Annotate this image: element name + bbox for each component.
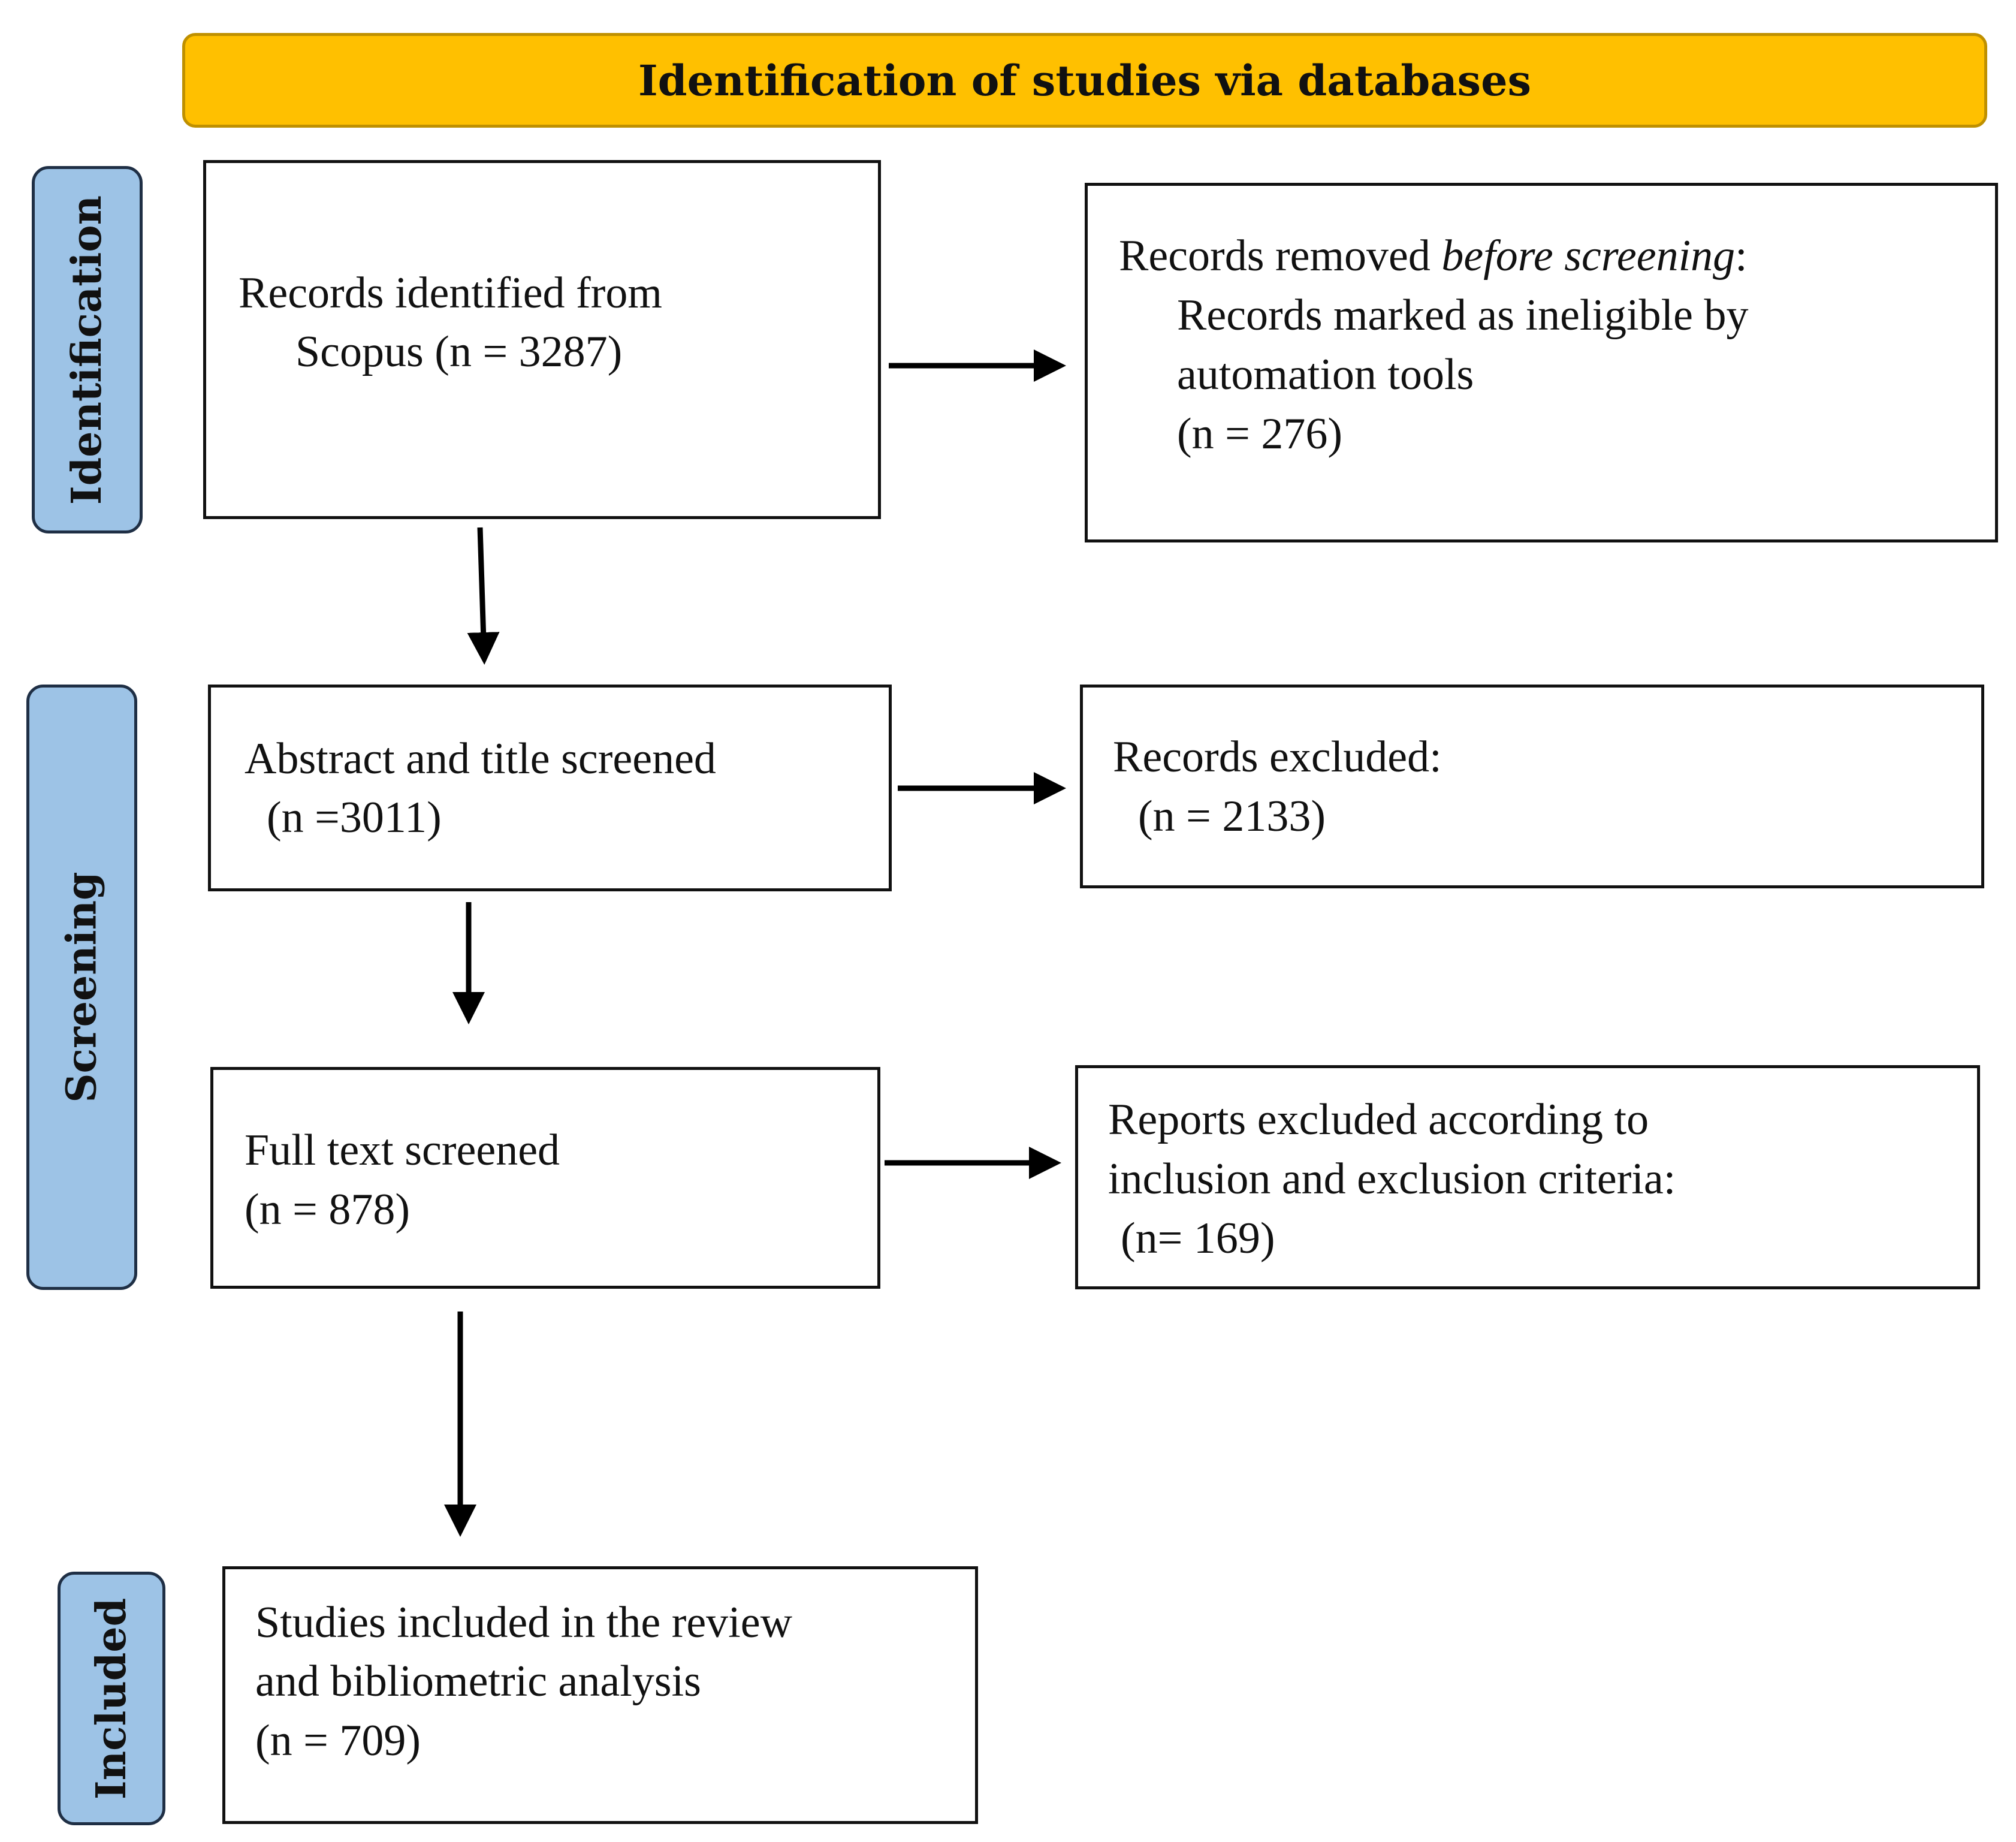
records-excluded-line2: (n = 2133) [1138, 792, 1326, 841]
full-text-screened-line2: (n = 878) [245, 1185, 411, 1234]
studies-included-line3: (n = 709) [255, 1716, 421, 1765]
records-removed-line2: Records marked as ineligible by [1177, 291, 1749, 340]
records-excluded-box: Records excluded: (n = 2133) [1080, 685, 1984, 888]
abstract-title-screened-line2: (n =3011) [267, 793, 442, 842]
records-identified-line2: Scopus (n = 3287) [295, 327, 623, 376]
records-identified-line1: Records identified from [239, 269, 662, 318]
reports-excluded-line3: (n= 169) [1121, 1214, 1275, 1263]
full-text-screened-box: Full text screened (n = 878) [210, 1067, 880, 1289]
abstract-title-screened-box: Abstract and title screened (n =3011) [208, 685, 892, 891]
abstract-title-screened-line1: Abstract and title screened [245, 734, 716, 783]
studies-included-line1: Studies included in the review [255, 1598, 793, 1647]
studies-included-box: Studies included in the review and bibli… [222, 1566, 978, 1824]
stage-label-screening: Screening [26, 685, 137, 1290]
records-removed-line1: Records removed before screening: [1119, 231, 1748, 281]
reports-excluded-line1: Reports excluded according to [1108, 1095, 1649, 1144]
studies-included-line2: and bibliometric analysis [255, 1657, 701, 1706]
stage-label-included: Included [58, 1572, 165, 1825]
records-removed-line3: automation tools [1177, 350, 1474, 399]
stage-label-identification: Identification [32, 166, 143, 533]
reports-excluded-box: Reports excluded according to inclusion … [1075, 1065, 1980, 1289]
records-removed-line4: (n = 276) [1177, 409, 1343, 459]
header-banner: Identification of studies via databases [182, 33, 1987, 128]
records-excluded-line1: Records excluded: [1113, 732, 1442, 782]
header-title: Identification of studies via databases [638, 55, 1532, 105]
reports-excluded-line2: inclusion and exclusion criteria: [1108, 1154, 1676, 1204]
records-removed-box: Records removed before screening: Record… [1085, 183, 1998, 542]
records-identified-box: Records identified from Scopus (n = 3287… [203, 160, 881, 519]
full-text-screened-line1: Full text screened [245, 1126, 560, 1175]
arrow-identified-to-screened [467, 527, 500, 665]
